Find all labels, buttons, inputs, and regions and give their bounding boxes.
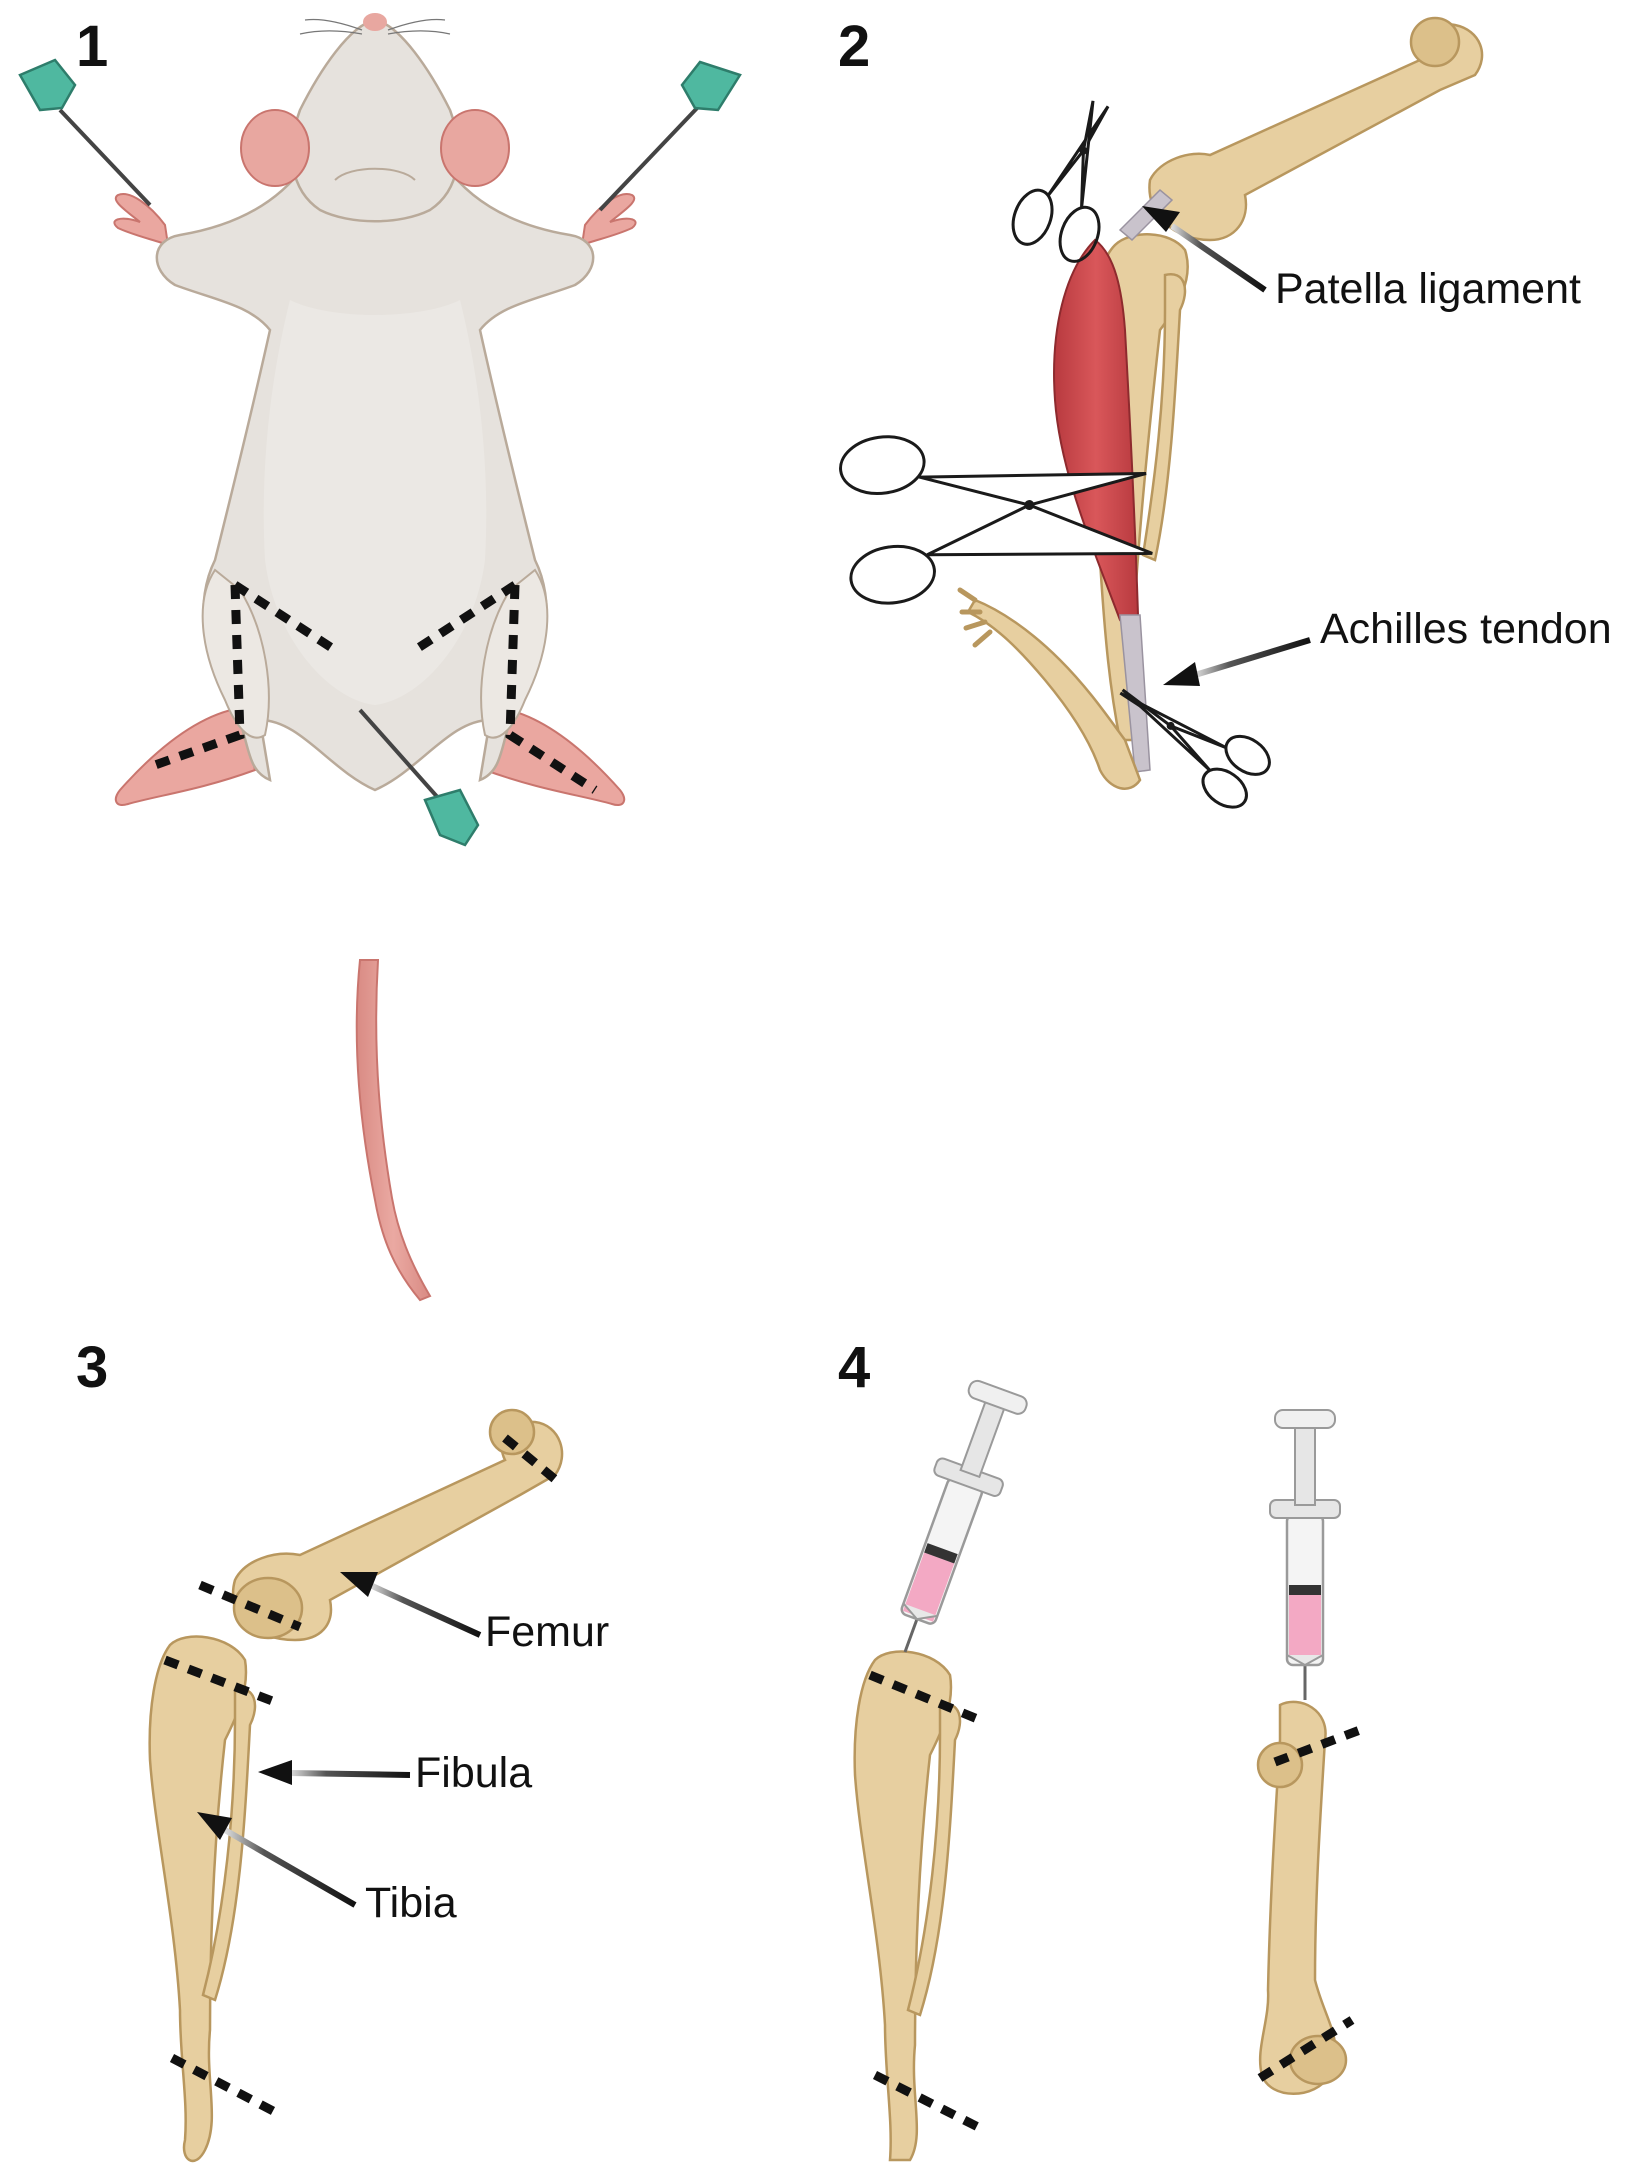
mouse-tail [355,959,432,1302]
mouse-whiskers [299,18,451,35]
incision-lines [153,581,598,794]
mouse-ear-left [240,109,310,187]
achilles-tendon-band [1119,614,1151,773]
bone-cut-lines [1257,1725,1362,2082]
toe-bones [957,587,993,648]
label-patella-ligament: Patella ligament [1275,265,1581,313]
achilles-arrow [1163,637,1311,686]
panel-2-number: 2 [838,14,870,79]
femur-head [1256,1741,1304,1789]
mouse-fore-paw-right [580,193,637,247]
mouse-leg-right [480,568,549,739]
femur-arrow [340,1572,482,1638]
panel-3-number: 3 [76,1335,108,1400]
needle-icon [18,58,152,207]
patella-arrow [1142,206,1267,293]
femur-condyle [232,1576,304,1640]
panel-3: 3 Femur Fibula Tibia [76,1335,609,2163]
fibula-bone [906,1703,962,2017]
mouse-belly [263,300,487,705]
mouse-leg-left [201,568,270,739]
panel-4-number: 4 [838,1335,870,1400]
patella-ligament-band [1118,188,1174,242]
foot-bones [966,598,1142,790]
mouse-hind-foot-right [483,706,626,806]
needle-icon [598,60,742,212]
label-femur: Femur [485,1608,609,1656]
mouse-fore-paw-left [113,193,170,247]
fibula-bone [201,1688,257,2002]
label-tibia: Tibia [365,1879,457,1927]
panel-4: 4 [838,1335,1362,2162]
label-fibula: Fibula [415,1749,532,1797]
bone-cut-lines [163,1434,565,2116]
syringe-icon [900,1379,1028,1653]
scissors-icon [1119,688,1271,809]
femur-head [1409,16,1461,68]
panel-2: 2 [838,14,1612,809]
fibula-bone [1141,273,1187,562]
tibia-arrow [197,1812,357,1908]
panel-1-number: 1 [76,14,108,79]
mouse-head [290,18,460,223]
mouse-chin [334,167,416,181]
panel-1: 1 [18,13,742,1302]
label-achilles-tendon: Achilles tendon [1320,605,1612,653]
syringe-icon [1269,1409,1341,1700]
scissors-icon [1011,100,1110,263]
needle-icon [358,708,480,847]
bone-cut-lines [868,1670,983,2133]
scissors-icon [839,435,1153,605]
mouse-ear-right [440,109,510,187]
femur-head [488,1408,536,1456]
mouse-nose [363,13,387,31]
fibula-arrow [258,1760,411,1785]
femur-condyle [1288,2034,1348,2086]
